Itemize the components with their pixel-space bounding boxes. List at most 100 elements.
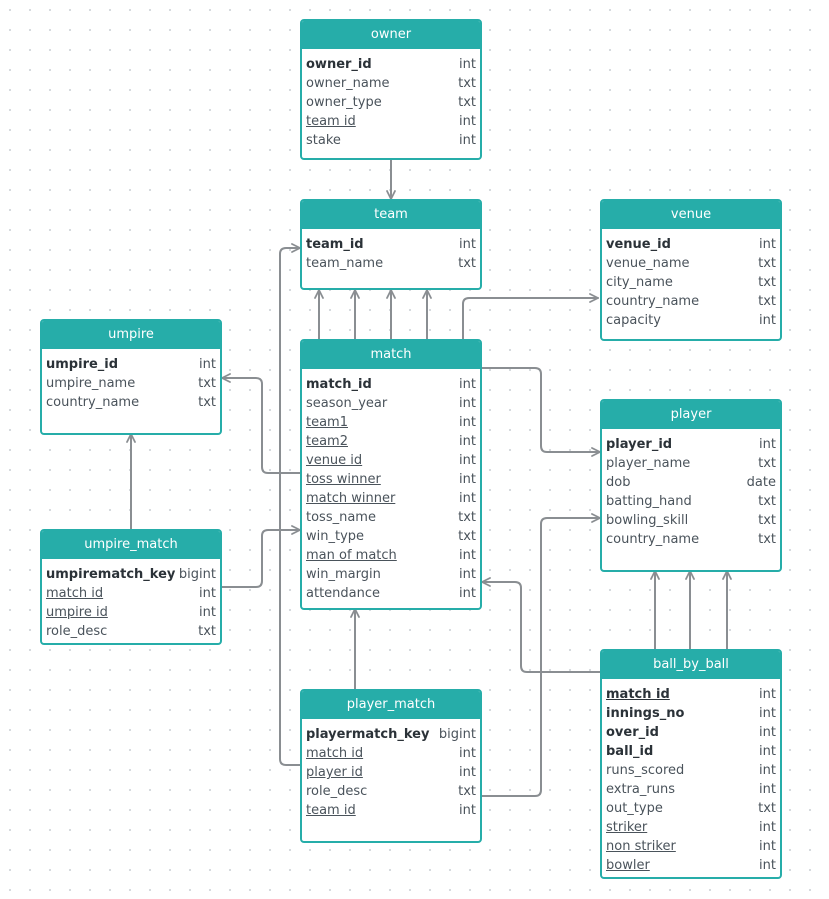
field-type: int <box>759 725 776 740</box>
field-name: owner_type <box>306 95 382 110</box>
field-type: int <box>759 706 776 721</box>
field-type: int <box>459 377 476 392</box>
field-name: runs_scored <box>606 763 685 778</box>
field-name: country_name <box>46 395 140 410</box>
connector-match-venue <box>462 293 599 340</box>
field-type: txt <box>758 801 776 816</box>
field-row: out_type txt <box>602 799 780 818</box>
entity-match-title: match <box>302 341 480 369</box>
field-name: team1 <box>306 415 348 430</box>
entity-umpire-match-title: umpire_match <box>42 531 220 559</box>
field-type: int <box>459 133 476 148</box>
field-type: int <box>759 839 776 854</box>
field-type: int <box>459 453 476 468</box>
field-row: team2 int <box>302 432 480 451</box>
field-name: team_name <box>306 256 384 271</box>
field-type: date <box>746 475 776 490</box>
field-name: player id <box>306 765 363 780</box>
field-type: int <box>459 548 476 563</box>
field-type: int <box>459 237 476 252</box>
field-name: ball_id <box>606 744 654 759</box>
field-type: int <box>459 434 476 449</box>
field-type: txt <box>458 510 476 525</box>
field-name: bowling_skill <box>606 513 689 528</box>
field-name: umpire id <box>46 605 108 620</box>
connector-ball-match <box>481 577 601 673</box>
field-name: team_id <box>306 237 364 252</box>
field-name: extra_runs <box>606 782 675 797</box>
field-type: txt <box>758 456 776 471</box>
field-type: int <box>459 396 476 411</box>
field-name: match id <box>606 687 670 702</box>
field-type: txt <box>458 95 476 110</box>
field-type: txt <box>758 513 776 528</box>
field-row: owner_type txt <box>302 93 480 112</box>
field-name: batting_hand <box>606 494 692 509</box>
field-row: win_margin int <box>302 565 480 584</box>
field-name: team2 <box>306 434 348 449</box>
field-name: win_margin <box>306 567 381 582</box>
field-name: country_name <box>606 294 700 309</box>
field-name: owner_name <box>306 76 390 91</box>
field-row: toss_name txt <box>302 508 480 527</box>
field-name: city_name <box>606 275 673 290</box>
field-name: capacity <box>606 313 661 328</box>
field-name: match winner <box>306 491 396 506</box>
field-type: int <box>459 567 476 582</box>
field-name: win_type <box>306 529 365 544</box>
entity-venue-title: venue <box>602 201 780 229</box>
field-name: player_id <box>606 437 673 452</box>
field-type: txt <box>198 624 216 639</box>
field-type: int <box>759 858 776 873</box>
field-name: out_type <box>606 801 663 816</box>
field-type: int <box>759 744 776 759</box>
field-name: toss_name <box>306 510 376 525</box>
field-type: txt <box>758 494 776 509</box>
field-type: txt <box>758 294 776 309</box>
field-name: role_desc <box>306 784 368 799</box>
field-name: umpire_id <box>46 357 119 372</box>
field-type: int <box>459 746 476 761</box>
field-type: int <box>759 437 776 452</box>
